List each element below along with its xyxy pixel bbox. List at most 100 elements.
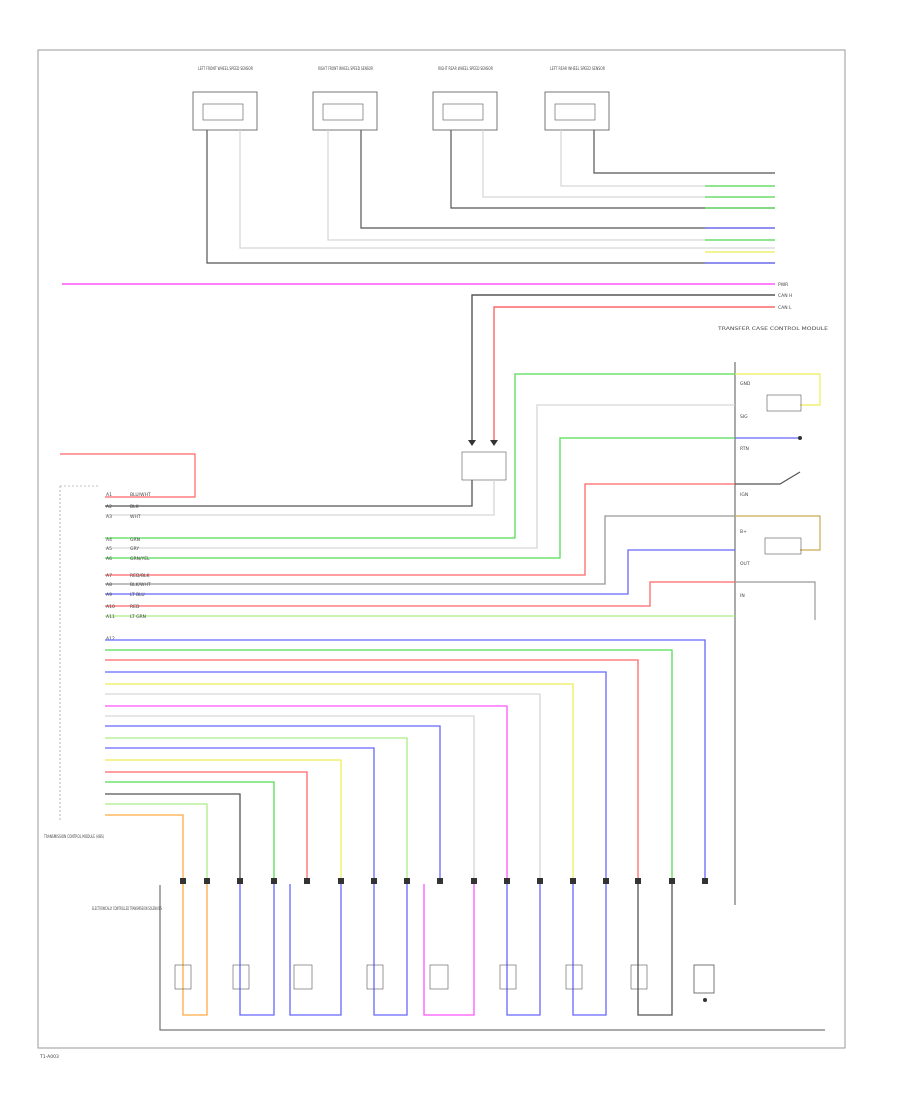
solenoid-2-body [232,964,250,990]
wire-label-7: RED/BLK [130,573,151,579]
connector-pin-7 [371,878,377,884]
wire-sol-orange-1 [105,814,184,880]
solenoid-8-loop [637,884,673,1016]
sensor-left-rear-caption: LEFT REAR WHEEL SPEED SENSOR [550,66,605,72]
diagram-id: T1-A003 [39,1054,59,1060]
junction-pin-1 [468,440,476,446]
connector-pin-15 [635,878,641,884]
pin-label-pwr: PWR [778,282,788,288]
sensor-right-front-caption: RIGHT FRONT WHEEL SPEED SENSOR [318,66,373,72]
wire-tcm-black [105,480,473,507]
wire-sol-green-1 [105,649,673,880]
wire-sol-blue-4 [105,747,375,880]
pin-label-a7: A7 [106,573,112,579]
solenoid-1-body [174,964,192,990]
wire-label-3: WHT [130,514,141,520]
wire-tcm-red-2 [105,581,735,607]
solenoid-6-body [499,964,517,990]
pin-label-a5: A5 [106,546,112,552]
wire-rr-a [450,130,775,209]
sensor-left-rear: LEFT REAR WHEEL SPEED SENSOR [544,66,610,131]
tcm-pin-labels: A1 A2 A3 A4 A5 A6 A7 A8 A9 A10 A11 A12 [106,492,115,642]
switch-blue-terminal [798,436,802,440]
pin-label-a8: A8 [106,582,112,588]
connector-pin-4 [271,878,277,884]
wire-sol-red-1 [105,659,639,880]
wire-label-5: GRY [130,546,139,552]
sensor-right-rear-element [442,103,484,121]
switch-yellow-loop [735,373,821,406]
pin-label-a12: A12 [106,636,115,642]
wire-label-9: LT BLU [130,592,145,598]
junction-connector-body [461,451,507,481]
pin-label-a10: A10 [106,604,115,610]
wire-label-10: RED [130,604,140,610]
connector-pin-2 [204,878,210,884]
wire-rf-b [360,130,775,229]
connector-pin-12 [537,878,543,884]
transfer-case-module: TRANSFER CASE CONTROL MODULE [717,326,829,905]
tcm-red-input [60,453,196,498]
solenoid-1-loop [182,884,208,1016]
switch-black-lead [735,471,801,485]
wire-sol-red-2 [105,771,308,880]
solenoid-2-loop [239,884,275,1016]
wire-sol-blue-3 [105,725,441,880]
solenoid-9-terminal [703,998,707,1002]
sensor-right-front-element [322,103,364,121]
switch-yellow-box [766,394,802,412]
solenoid-5-body [429,964,449,990]
transfer-case-module-caption: TRANSFER CASE CONTROL MODULE [717,326,829,332]
sensor-right-rear-caption: RIGHT REAR WHEEL SPEED SENSOR [438,66,493,72]
solenoid-8-body [630,964,648,990]
terminal-label-in: IN [740,593,745,599]
tcm-to-solenoid-wiring [105,639,706,880]
solenoid-6-loop [506,884,541,1016]
wire-label-6: GRN/YEL [130,556,150,562]
terminal-label-sig: SIG [740,414,748,420]
solenoid-3-loop [289,884,342,1016]
wire-sol-black-1 [105,793,241,880]
wire-sol-green-2 [105,737,408,880]
sensor-left-front-caption: LEFT FRONT WHEEL SPEED SENSOR [198,66,253,72]
switch-orange-loop [735,515,821,551]
wire-label-2: BLK [130,504,140,510]
sensor-right-rear: RIGHT REAR WHEEL SPEED SENSOR [432,66,498,131]
connector-pin-6 [338,878,344,884]
switch-orange-box [764,537,802,555]
solenoid-4-body [366,964,384,990]
sensor-right-rear-box [432,91,498,131]
tccm-switches [735,373,821,620]
wire-sol-green-4 [105,803,208,880]
connector-pin-11 [504,878,510,884]
connector-pin-10 [471,878,477,884]
wire-sol-blue-2 [105,671,607,880]
pin-label-a1: A1 [106,492,112,498]
power-wiring [62,283,775,440]
sensor-left-rear-box [544,91,610,131]
solenoid-5-loop [423,884,475,1016]
sensor-left-front: LEFT FRONT WHEEL SPEED SENSOR [192,66,258,131]
wire-red-feed [493,306,775,440]
wire-sol-yellow-2 [105,759,342,880]
sensor-wiring [206,130,775,264]
connector-pin-5 [304,878,310,884]
solenoids [174,884,715,1016]
connector-pin-17 [702,878,708,884]
wire-sol-yellow-1 [105,683,574,880]
tcm-wire-labels: BLU/WHT BLK WHT GRN GRY GRN/YEL RED/BLK … [130,492,151,620]
wire-tcm-green-1 [105,373,735,539]
tcm-outline [59,485,100,820]
transmission-control-module: TRANSMISSION CONTROL MODULE (ABS) [43,453,196,840]
wire-rf-a [327,130,775,241]
wire-lf-b [239,130,775,249]
wire-tcm-green-2 [105,437,735,559]
wire-label-8: BLK/WHT [130,582,151,588]
junction-connector [461,440,507,481]
wire-tcm-white [105,480,495,516]
wire-sol-white-1 [105,693,541,880]
tcm-to-tccm-wiring [105,373,735,617]
solenoid-4-loop [373,884,408,1016]
diagram-frame [37,49,846,1049]
pin-label-a11: A11 [106,614,115,620]
